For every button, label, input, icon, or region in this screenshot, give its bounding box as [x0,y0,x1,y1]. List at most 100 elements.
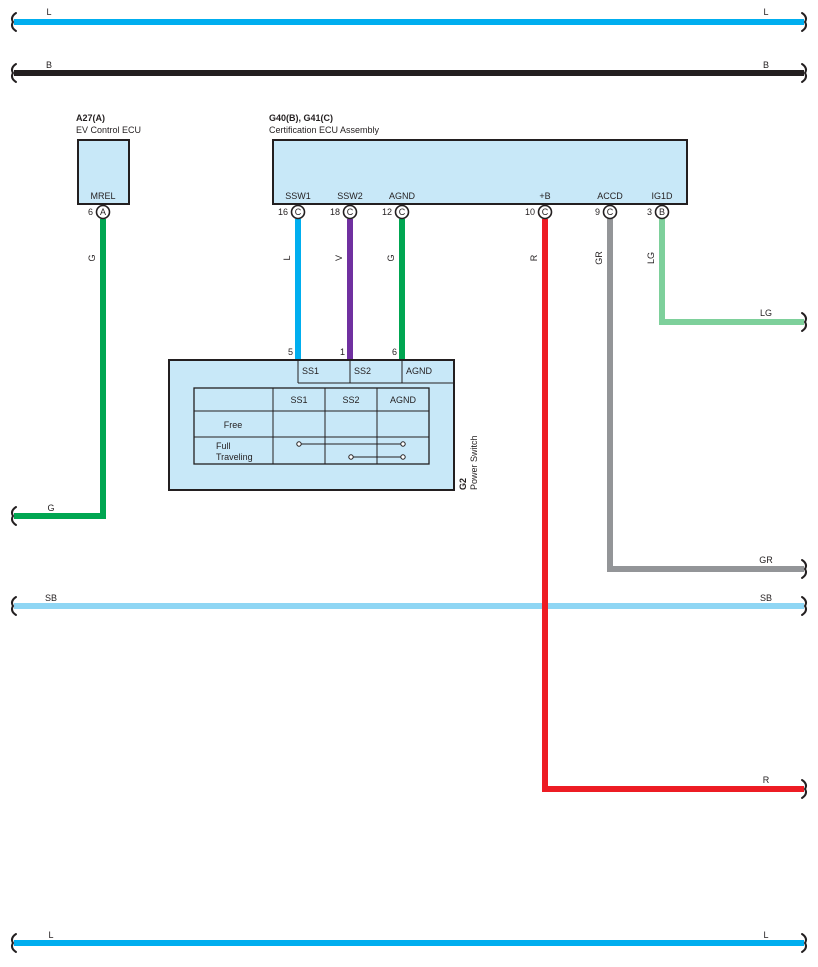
wire-label-left: L [46,7,51,17]
wire-color-label: G [87,254,97,261]
pin-number: 3 [647,207,652,217]
connector-letter: C [607,207,614,217]
wire-break-right [801,933,807,953]
wire-color-label: LG [646,252,656,264]
component-name: Certification ECU Assembly [269,125,380,135]
connector-letter: C [399,207,406,217]
table-row-label: Full [216,441,231,451]
bus-sb: SB SB [11,593,807,616]
pin-number: 16 [278,207,288,217]
wire-break-left [11,933,17,953]
wire-label-right: LG [760,308,772,318]
connector-letter: C [542,207,549,217]
ev-control-ecu: A27(A) EV Control ECU MREL [76,113,141,205]
wire-label-right: L [763,7,768,17]
continuity-dot [400,441,406,447]
continuity-dot [400,454,406,460]
pin-number: 6 [392,347,397,357]
table-row-label: Traveling [216,452,253,462]
pin-number: 18 [330,207,340,217]
wire-label-left: SB [45,593,57,603]
pin-label: MREL [90,191,115,201]
continuity-dot [296,441,302,447]
pin-number: 9 [595,207,600,217]
wire-lg [659,219,804,325]
wire-break-right [801,559,807,579]
wire-plus-b: R R [529,219,807,799]
wire-break-right [801,312,807,332]
certification-ecu: G40(B), G41(C) Certification ECU Assembl… [269,113,688,205]
wire-accd: GR GR [594,219,807,579]
pin-number: 6 [88,207,93,217]
component-code: G40(B), G41(C) [269,113,333,123]
wire-break-left [11,506,17,526]
ecu-box [272,139,688,205]
wire-label-right: R [763,775,770,785]
terminal-ssw1: C 16 [278,204,306,220]
pin-number: 5 [288,347,293,357]
component-code: G2 [458,478,468,490]
terminal-ig1d: B 3 [647,204,670,220]
wire-color-label: R [529,254,539,261]
wire-label-right: L [763,930,768,940]
table-header: AGND [390,395,417,405]
wire-color-label: V [334,255,344,261]
terminal-icon [654,204,670,220]
wire-g-mrel: G G [11,219,106,526]
power-switch: 5 1 6 SS1 SS2 AGND SS1 SS2 AGND Free Ful… [168,347,479,491]
connector-letter: A [100,207,106,217]
pin-label: AGND [389,191,416,201]
connector-letter: C [295,207,302,217]
wire-label-left: B [46,60,52,70]
wire-label-left: G [47,503,54,513]
wire-break-right [801,12,807,32]
pin-number: 12 [382,207,392,217]
terminal-ssw2: C 18 [330,204,358,220]
pin-label: +B [539,191,550,201]
terminal-accd: C 9 [595,204,618,220]
pin-label: ACCD [597,191,623,201]
wire-gr [607,219,804,572]
table-header: SS2 [342,395,359,405]
wire-break-left [11,12,17,32]
terminal-icon [342,204,358,220]
pin-number: 1 [340,347,345,357]
pin-label: SSW1 [285,191,311,201]
bus-bottom-l: L L [11,930,807,953]
ecu-box [77,139,130,205]
terminal-plus-b: C 10 [525,204,553,220]
wire-break-left [11,596,17,616]
pin-label: SSW2 [337,191,363,201]
wire-break-right [801,596,807,616]
terminal-mrel: A 6 [88,204,111,220]
table-header: SS1 [290,395,307,405]
wire-label-right: GR [759,555,773,565]
connector-letter: B [659,207,665,217]
pin-label: SS1 [302,366,319,376]
wire-r [542,219,804,792]
pin-label: AGND [406,366,433,376]
wire-break-right [801,779,807,799]
table-frame [193,387,430,465]
wire-agnd: G [386,219,405,360]
wire-color-label: G [386,254,396,261]
table-row-label: Free [224,420,243,430]
wire-color-label: L [282,255,292,260]
pin-number: 10 [525,207,535,217]
wire-ssw1: L [282,219,301,360]
wire-label-left: L [48,930,53,940]
terminal-icon [394,204,410,220]
bus-top-l: L L [11,7,807,32]
wire-label-right: B [763,60,769,70]
wire-ssw2: V [334,219,353,360]
wire-ig1d: LG LG [646,219,807,332]
wire-label-right: SB [760,593,772,603]
wire-break-right [801,63,807,83]
wire-g [14,219,106,519]
continuity-dot [348,454,354,460]
component-code: A27(A) [76,113,105,123]
wire-color-label: GR [594,251,604,265]
terminal-icon [95,204,111,220]
